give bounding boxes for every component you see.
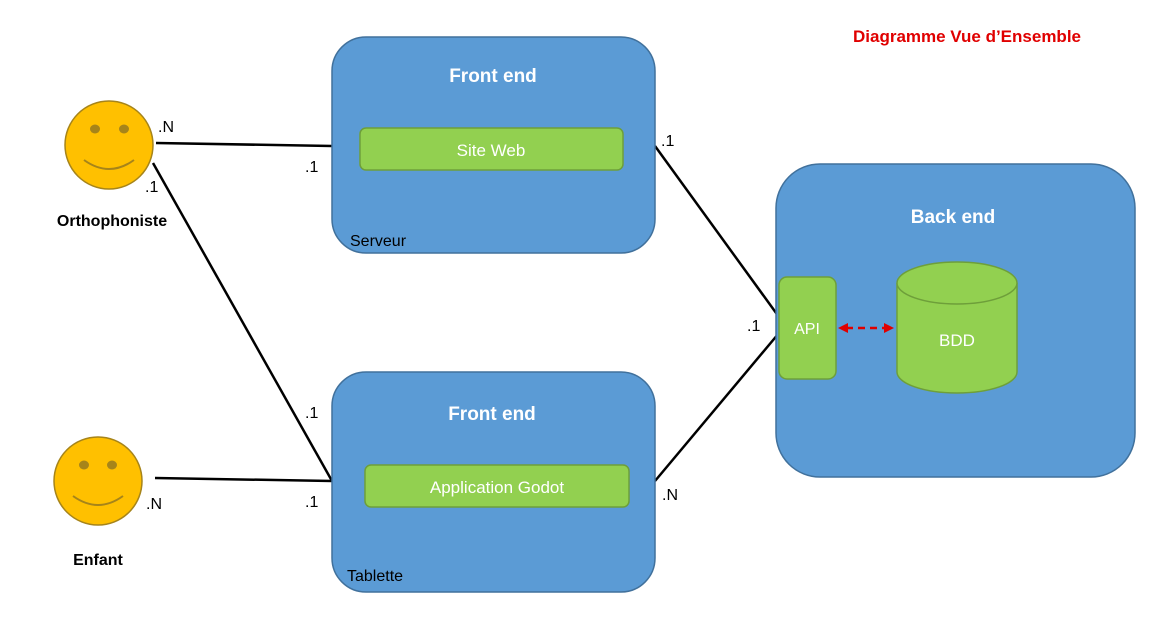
tablette-footer: Tablette bbox=[347, 568, 403, 585]
backend-title: Back end bbox=[911, 207, 995, 228]
cardinality-label: .N bbox=[146, 496, 162, 513]
cardinality-label: .1 bbox=[305, 494, 318, 511]
link-enfant-tablette bbox=[154, 476, 333, 483]
api-component: API bbox=[778, 276, 837, 380]
cardinality-label: .1 bbox=[747, 318, 760, 335]
orthophoniste-label: Orthophoniste bbox=[57, 213, 167, 230]
cardinality-label: .N bbox=[158, 119, 174, 136]
enfant-actor: Enfant bbox=[53, 436, 143, 569]
serveur-box: Front end Site Web Serveur bbox=[331, 36, 656, 254]
site-web-label: Site Web bbox=[457, 141, 526, 160]
link-serveur-api bbox=[653, 145, 781, 318]
link-tablette-api bbox=[654, 332, 780, 482]
smiley-face-icon bbox=[53, 436, 143, 526]
tablette-title: Front end bbox=[448, 404, 536, 425]
cardinality-label: .1 bbox=[661, 133, 674, 150]
api-label: API bbox=[794, 321, 820, 338]
backend-box: Back end API BDD bbox=[775, 163, 1136, 478]
smiley-face-icon bbox=[64, 100, 154, 190]
link-orthophoniste-tablette bbox=[151, 162, 334, 482]
diagram-title: Diagramme Vue d’Ensemble bbox=[853, 27, 1081, 46]
enfant-label: Enfant bbox=[73, 552, 123, 569]
cardinality-label: .1 bbox=[305, 159, 318, 176]
api-bdd-arrow bbox=[838, 323, 894, 333]
tablette-box: Front end Application Godot Tablette bbox=[331, 371, 656, 593]
orthophoniste-actor: Orthophoniste bbox=[57, 100, 167, 230]
site-web-component: Site Web bbox=[359, 127, 624, 171]
serveur-title: Front end bbox=[449, 66, 537, 87]
serveur-footer: Serveur bbox=[350, 233, 407, 250]
application-godot-label: Application Godot bbox=[430, 478, 564, 497]
link-orthophoniste-serveur bbox=[155, 141, 333, 148]
database-cylinder: BDD bbox=[896, 261, 1018, 394]
application-godot-component: Application Godot bbox=[364, 464, 630, 508]
cardinality-label: .1 bbox=[305, 405, 318, 422]
cardinality-label: .N bbox=[662, 487, 678, 504]
database-label: BDD bbox=[939, 331, 975, 350]
cardinality-label: .1 bbox=[145, 179, 158, 196]
